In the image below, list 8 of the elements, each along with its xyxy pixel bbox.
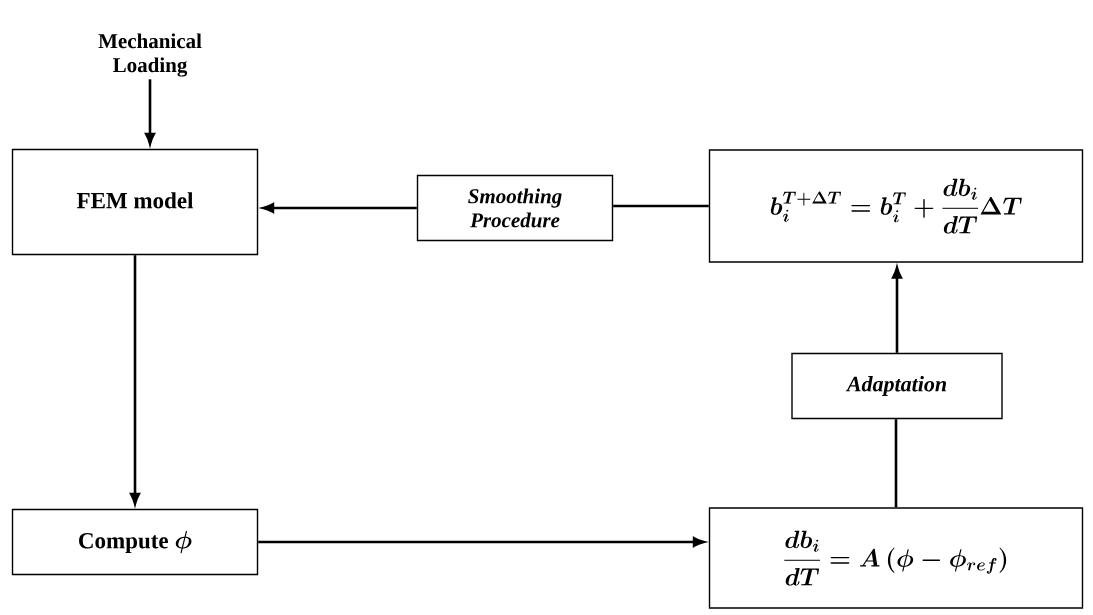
process-box: Smoothing Procedure xyxy=(416,174,614,242)
input-label: Mechanical Loading xyxy=(98,33,202,77)
equation-box: $\frac{db_i}{dT} = A\left(\phi - \phi_{ref}\right)$ xyxy=(708,507,1084,609)
process-box: Adaptation xyxy=(791,352,1003,420)
process-box: Compute $\phi$ xyxy=(11,508,259,576)
equation-box: $b_i^{T+\Delta T} = b_i^{T} + \frac{db_i}{dT}\Delta T$ xyxy=(708,149,1084,263)
arrow xyxy=(891,266,903,353)
process-box: FEM model xyxy=(11,148,259,256)
